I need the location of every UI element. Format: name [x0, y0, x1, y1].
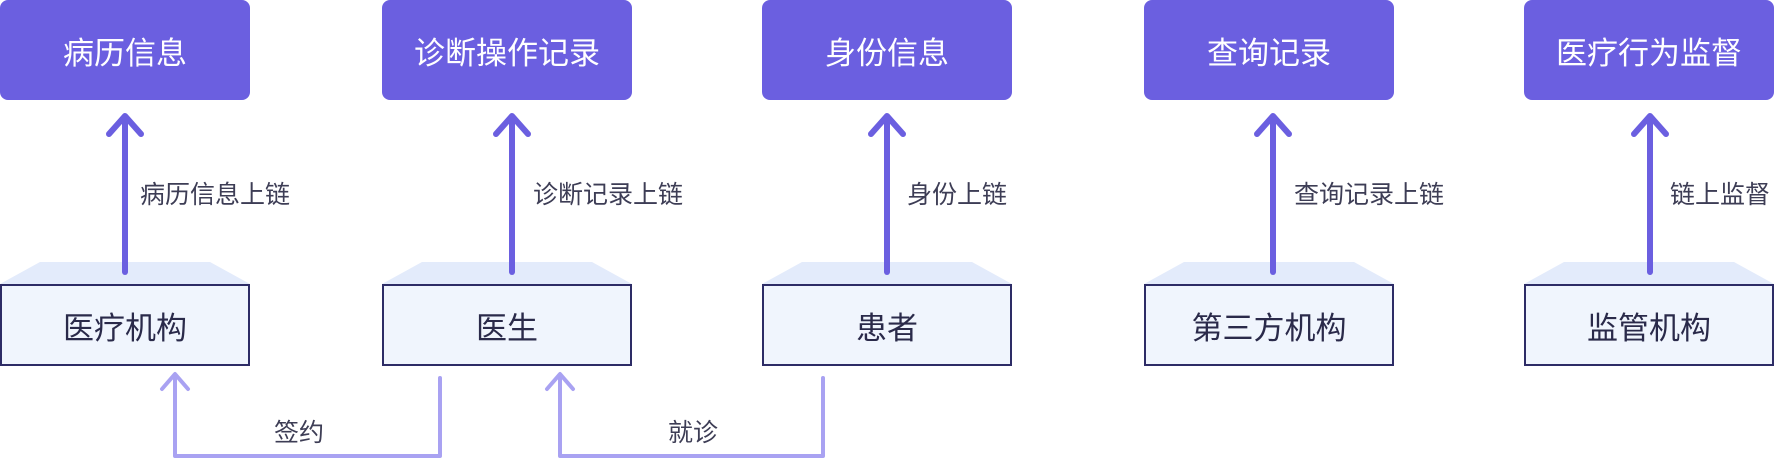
up-arrow — [493, 113, 531, 275]
top-box-label: 诊断操作记录 — [414, 35, 600, 72]
bottom-box-patient: 患者 — [762, 284, 1012, 366]
top-box-label: 医疗行为监督 — [1556, 35, 1742, 72]
bottom-box-regulator: 监管机构 — [1524, 284, 1774, 366]
arrow-label-record-onchain: 病历信息上链 — [140, 180, 291, 209]
bottom-box-label: 患者 — [856, 310, 918, 347]
bottom-box-third-party: 第三方机构 — [1144, 284, 1394, 366]
relation-arrow-visit — [545, 372, 825, 458]
bottom-box-label: 监管机构 — [1587, 310, 1711, 347]
top-box-medical-record: 病历信息 — [0, 0, 250, 100]
top-box-diagnosis-record: 诊断操作记录 — [382, 0, 632, 100]
relation-label-visit: 就诊 — [668, 418, 719, 447]
bottom-box-label: 第三方机构 — [1191, 310, 1347, 347]
top-box-identity-info: 身份信息 — [762, 0, 1012, 100]
bottom-box-medical-institution: 医疗机构 — [0, 284, 250, 366]
top-box-label: 身份信息 — [825, 35, 949, 72]
top-box-medical-supervision: 医疗行为监督 — [1524, 0, 1774, 100]
up-arrow — [868, 113, 906, 275]
bottom-box-label: 医疗机构 — [63, 310, 187, 347]
platform-shape — [382, 262, 632, 284]
top-box-label: 病历信息 — [63, 35, 187, 72]
arrow-label-onchain-supervision: 链上监督 — [1670, 180, 1771, 209]
platform-shape — [1144, 262, 1394, 284]
up-arrow — [1631, 113, 1669, 275]
top-box-query-record: 查询记录 — [1144, 0, 1394, 100]
up-arrow — [1254, 113, 1292, 275]
up-arrow — [106, 113, 144, 275]
arrow-label-query-onchain: 查询记录上链 — [1294, 180, 1445, 209]
arrow-label-diagnosis-onchain: 诊断记录上链 — [533, 180, 684, 209]
relation-label-contract: 签约 — [274, 418, 325, 447]
arrow-label-identity-onchain: 身份上链 — [907, 180, 1008, 209]
top-box-label: 查询记录 — [1207, 35, 1331, 72]
bottom-box-label: 医生 — [476, 310, 538, 347]
bottom-box-doctor: 医生 — [382, 284, 632, 366]
relation-arrow-contract — [160, 372, 442, 458]
